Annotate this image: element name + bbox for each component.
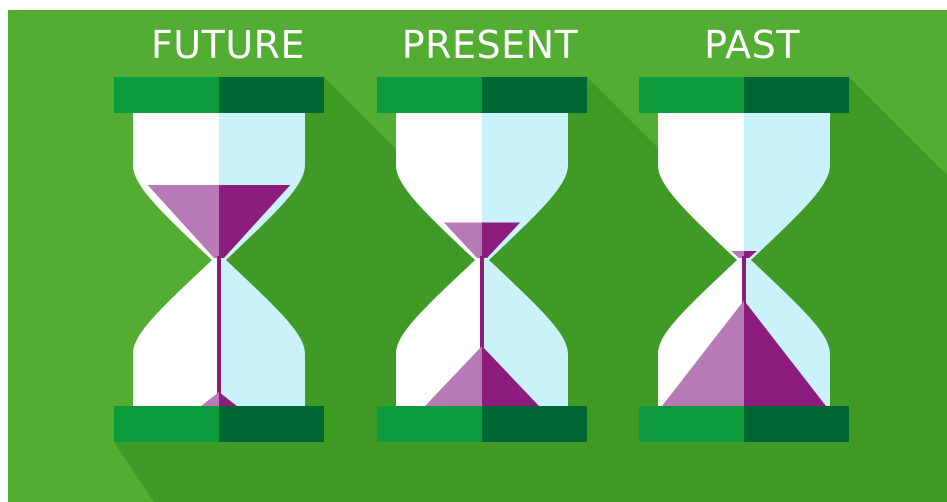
top-frame-right-present (482, 77, 587, 113)
top-frame-left-future (114, 77, 219, 113)
bottom-frame-left-past (639, 406, 744, 442)
sand-stream-future (217, 256, 221, 406)
top-frame-left-past (639, 77, 744, 113)
bottom-frame-right-future (219, 406, 324, 442)
glass-left-future (133, 113, 219, 406)
top-frame-right-future (219, 77, 324, 113)
label-past: PAST (622, 22, 882, 68)
hourglass-illustration (8, 10, 947, 502)
green-background: FUTURE PRESENT PAST (8, 10, 947, 502)
bottom-frame-left-present (377, 406, 482, 442)
bottom-frame-left-future (114, 406, 219, 442)
label-present: PRESENT (360, 22, 620, 68)
top-sand-left-future (148, 185, 219, 258)
bottom-frame-right-present (482, 406, 587, 442)
top-frame-left-present (377, 77, 482, 113)
bottom-frame-right-past (744, 406, 849, 442)
top-frame-right-past (744, 77, 849, 113)
label-future: FUTURE (98, 22, 358, 68)
